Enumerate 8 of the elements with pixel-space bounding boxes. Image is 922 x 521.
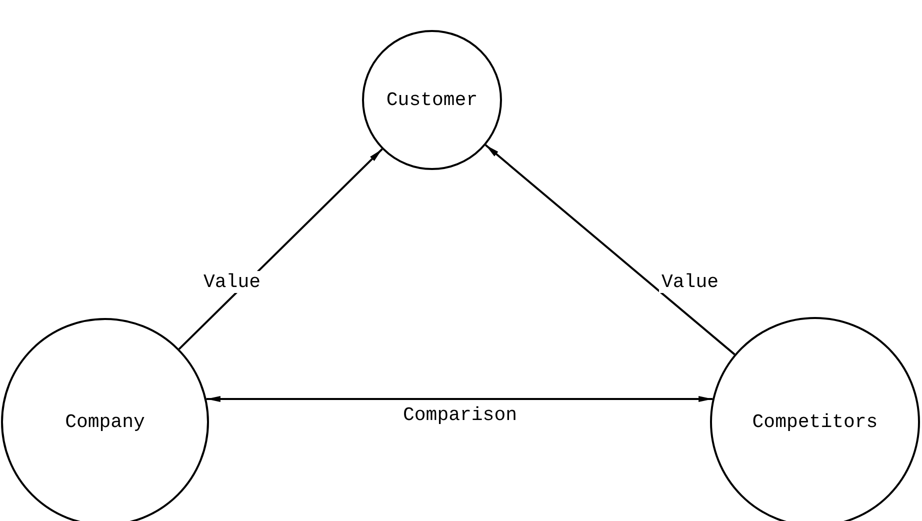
edge-label: Value bbox=[659, 271, 720, 293]
node-label: Customer bbox=[386, 89, 478, 111]
node-label: Company bbox=[65, 411, 145, 433]
arrow bbox=[178, 148, 383, 350]
arrow bbox=[206, 396, 713, 402]
node-label: Competitors bbox=[752, 411, 878, 433]
edge-label: Value bbox=[201, 271, 262, 293]
arrow bbox=[484, 144, 736, 356]
